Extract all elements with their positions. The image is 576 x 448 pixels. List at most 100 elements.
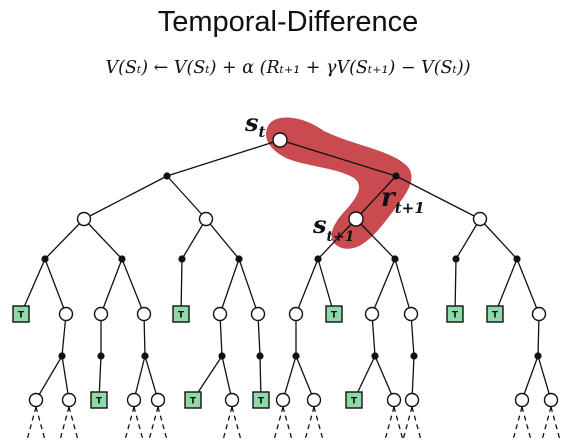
terminal-node: T [184, 391, 202, 409]
tree-edge [317, 218, 357, 260]
continuation-edge [231, 406, 242, 441]
terminal-label: T [178, 311, 185, 321]
terminal-node: T [446, 305, 464, 323]
continuation-edge [304, 406, 315, 441]
state-node [531, 306, 547, 322]
continuation-edge [124, 406, 135, 441]
action-node [410, 352, 418, 360]
action-node [163, 172, 171, 180]
tree-edge [221, 355, 233, 401]
action-node [534, 352, 542, 360]
tree-edge [180, 258, 183, 315]
continuation-edge [157, 406, 168, 441]
terminal-node: T [252, 391, 270, 409]
terminal-label: T [452, 311, 459, 321]
terminal-label: T [258, 397, 265, 407]
tree-edge [144, 355, 159, 401]
state-node [386, 392, 402, 408]
tree-edge [295, 355, 315, 401]
continuation-edge [402, 406, 413, 441]
continuation-edge [133, 406, 144, 441]
continuation-edge [35, 406, 46, 441]
state-node [136, 306, 152, 322]
terminal-node: T [345, 391, 363, 409]
state-node [472, 211, 488, 227]
tree-edge [516, 258, 540, 315]
continuation-edge [512, 406, 523, 441]
action-node [41, 255, 49, 263]
tree-edge [479, 218, 518, 260]
state-node [364, 306, 380, 322]
tree-edge [219, 258, 240, 315]
tree-edge [83, 175, 168, 220]
action-node [314, 255, 322, 263]
tree-edge [355, 218, 396, 260]
action-node [218, 352, 226, 360]
terminal-node: T [486, 305, 504, 323]
continuation-edge [148, 406, 159, 441]
action-node [141, 352, 149, 360]
tree-edge [100, 258, 123, 315]
action-node [235, 255, 243, 263]
tree-edge [166, 175, 207, 220]
terminal-node: T [12, 305, 30, 323]
tree-edge [121, 258, 145, 315]
action-node [256, 352, 264, 360]
action-node [513, 255, 521, 263]
tree-edge [355, 175, 397, 220]
continuation-edge [541, 406, 552, 441]
state-node [543, 392, 559, 408]
tree-edge [166, 139, 281, 177]
state-node [250, 306, 266, 322]
state-node [224, 392, 240, 408]
tree-edge [394, 258, 412, 315]
action-node [452, 255, 460, 263]
terminal-label: T [492, 311, 499, 321]
tree-edge [44, 258, 67, 315]
action-node [178, 255, 186, 263]
continuation-edge [68, 406, 79, 441]
tree-edge [133, 355, 146, 401]
state-node [404, 392, 420, 408]
continuation-edge [411, 406, 422, 441]
state-node [150, 392, 166, 408]
action-node [58, 352, 66, 360]
continuation-edge [222, 406, 233, 441]
terminal-label: T [331, 311, 338, 321]
state-node-current [272, 132, 288, 148]
continuation-edge [59, 406, 70, 441]
tree-edge [238, 258, 259, 315]
continuation-edge [521, 406, 532, 441]
state-node [61, 392, 77, 408]
continuation-edge [282, 406, 293, 441]
reward-label-r-t1: rt+1 [381, 183, 425, 217]
continuation-edge [384, 406, 395, 441]
tree-edge [295, 258, 319, 315]
action-node [292, 352, 300, 360]
terminal-label: T [351, 397, 358, 407]
tree-edge [35, 355, 63, 401]
tree-edge [374, 355, 395, 401]
tree-edge [494, 258, 518, 315]
state-node [28, 392, 44, 408]
state-node [212, 306, 228, 322]
terminal-label: T [96, 397, 103, 407]
state-node [306, 392, 322, 408]
td-backup-highlight [266, 117, 412, 249]
action-node [371, 352, 379, 360]
terminal-node: T [325, 305, 343, 323]
tree-edge [181, 218, 207, 260]
tree-edge [411, 355, 415, 401]
tree-edge [20, 258, 46, 315]
state-node [93, 306, 109, 322]
continuation-edge [313, 406, 324, 441]
td-update-formula: V(Sₜ) ← V(Sₜ) + α (Rₜ₊₁ + γV(Sₜ₊₁) − V(S… [105, 58, 471, 78]
tree-edge [61, 355, 70, 401]
state-node [403, 306, 419, 322]
tree-edge [317, 258, 335, 315]
state-node [198, 211, 214, 227]
tree-edge [282, 355, 297, 401]
terminal-label: T [18, 311, 25, 321]
state-node-next [348, 211, 364, 227]
